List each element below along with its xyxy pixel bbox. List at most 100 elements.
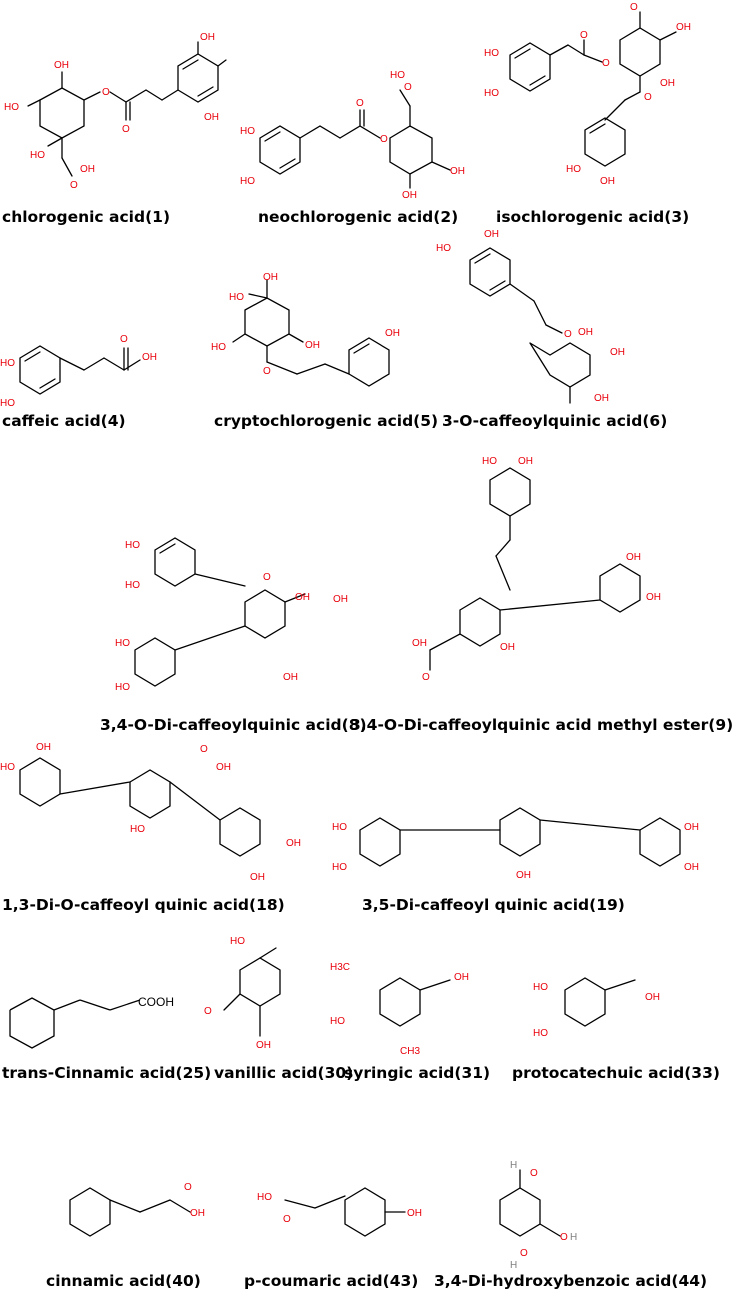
label-oh: OH [36,742,51,753]
label-ho: HO [240,126,255,137]
label-oh: OH [516,870,531,881]
label-oh: OH [142,352,157,363]
label-ho: HO [125,540,140,551]
structure-3-4-di-hydroxybenzoic-acid: H O O H O H [480,1160,660,1271]
label-ho: HO [211,342,226,353]
label-oh: OH [250,872,265,883]
caption-compound-44: 3,4-Di-hydroxybenzoic acid(44) [434,1272,708,1290]
label-oh: OH [484,229,499,240]
label-o: O [520,1248,528,1259]
caption-compound-8: 3,4-O-Di-caffeoylquinic acid(8) [100,716,367,734]
structure-3-4-o-di-caffeoylquinic-acid: HO HO O OH OH HO HO OH [115,530,355,710]
label-o: O [380,134,388,145]
label-o: O [102,87,110,98]
label-oh: OH [286,838,301,849]
label-oh: OH [684,822,699,833]
label-ho: HO [130,824,145,835]
label-o: O [404,82,412,93]
structure-trans-cinnamic-acid: COOH [0,980,200,1060]
structure-caffeic-acid: HO HO O OH [0,330,180,420]
label-oh: OH [402,190,417,201]
label-o: O [530,1168,538,1179]
structure-cryptochlorogenic-acid: OH HO HO OH O OH [205,270,425,405]
structure-3-5-di-caffeoyl-quinic-acid: HO HO OH OH OH [330,790,713,890]
label-oh: OH [333,594,348,605]
label-ch3: CH3 [400,1046,420,1057]
structure-vanillic-acid: HO O OH [200,930,320,1060]
label-o: O [283,1214,291,1225]
label-o: O [580,30,588,41]
label-oh: OH [450,166,465,177]
label-ho: HO [332,822,347,833]
label-oh: OH [610,347,625,358]
caption-compound-9: 3,4-O-Di-caffeoylquinic acid methyl este… [350,716,733,734]
label-oh: OH [256,1040,271,1051]
label-o: O [356,98,364,109]
label-oh: OH [660,78,675,89]
label-o: O [120,334,128,345]
caption-compound-33: protocatechuic acid(33) [512,1064,720,1082]
caption-compound-25: trans-Cinnamic acid(25) [2,1064,212,1082]
caption-compound-40: cinnamic acid(40) [46,1272,201,1290]
label-o: O [204,1006,212,1017]
label-oh: OH [305,340,320,351]
structure-p-coumaric-acid: HO O OH [255,1160,435,1260]
label-ho: HO [482,456,497,467]
label-ho: HO [566,164,581,175]
label-oh: OH [454,972,469,983]
structure-1-3-di-o-caffeoyl-quinic-acid: OH HO O OH HO OH OH [0,740,301,890]
label-h: H [570,1232,577,1243]
label-h3c: H3C [330,962,350,973]
label-ho: HO [0,762,15,773]
label-oh: OH [676,22,691,33]
label-oh: OH [216,762,231,773]
label-oh: OH [600,176,615,187]
label-oh: OH [646,592,661,603]
label-oh: OH [500,642,515,653]
label-oh: OH [645,992,660,1003]
structure-protocatechuic-acid: HO HO OH [525,960,695,1060]
label-oh: OH [283,672,298,683]
label-oh: OH [594,393,609,404]
label-oh: OH [295,592,310,603]
caption-compound-18: 1,3-Di-O-caffeoyl quinic acid(18) [2,896,285,914]
label-ho: HO [30,150,45,161]
caption-compound-1: chlorogenic acid(1) [2,208,171,226]
structure-3-o-caffeoylquinic-acid: HO OH O OH OH OH [430,225,670,410]
label-ho: HO [4,102,19,113]
label-cooh: COOH [138,995,174,1009]
caption-compound-3: isochlorogenic acid(3) [496,208,690,226]
caption-compound-43: p-coumaric acid(43) [244,1272,419,1290]
label-ho: HO [390,70,405,81]
structure-syringic-acid: H3C HO OH CH3 [330,960,500,1060]
label-h: H [510,1260,517,1271]
label-oh: OH [684,862,699,873]
structure-3-4-o-di-caffeoylquinic-acid-methyl-ester: HO OH OH OH OH OH O [400,450,713,710]
structure-neochlorogenic-acid: HO HO O O HO O OH OH [240,60,470,201]
label-ho: HO [115,682,130,693]
label-o: O [200,744,208,755]
label-oh: OH [407,1208,422,1219]
label-ho: HO [436,243,451,254]
label-oh: OH [578,327,593,338]
label-ho: HO [332,862,347,873]
label-ho: HO [115,638,130,649]
label-o: O [644,92,652,103]
label-ho: HO [230,936,245,947]
label-ho: HO [229,292,244,303]
label-oh: OH [412,638,427,649]
label-o: O [122,124,130,135]
label-ho: HO [484,88,499,99]
label-o: O [263,572,271,583]
label-ho: HO [240,176,255,187]
caption-compound-5: cryptochlorogenic acid(5) [214,412,439,430]
label-ho: HO [533,1028,548,1039]
label-o: O [263,366,271,377]
structure-chlorogenic-acid: HO OH O O OH OH HO O OH [0,0,240,210]
label-h: H [510,1160,517,1171]
label-oh: OH [263,272,278,283]
label-oh: OH [518,456,533,467]
label-ho: HO [0,398,15,409]
caption-compound-31: syringic acid(31) [344,1064,491,1082]
label-oh: OH [80,164,95,175]
